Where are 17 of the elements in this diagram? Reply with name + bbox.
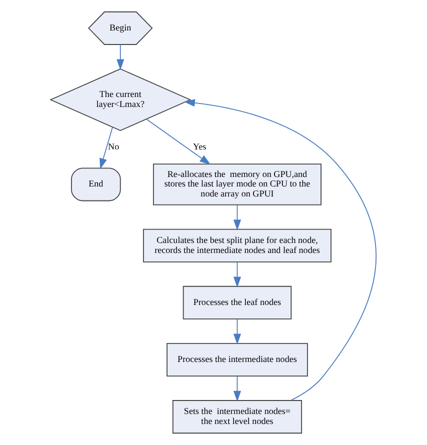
arrow <box>233 204 242 231</box>
arrow <box>233 376 242 402</box>
edge-label: Yes <box>193 142 206 152</box>
arrow <box>116 44 124 70</box>
arrow <box>146 118 211 165</box>
node-box: End <box>71 168 121 202</box>
node-diamond: The current layer<Lmax? <box>50 68 192 132</box>
arrow <box>233 262 242 288</box>
arrow <box>233 318 242 345</box>
arrow <box>100 126 114 170</box>
node-box: Processes the leaf nodes <box>182 286 292 320</box>
node-box: Calculates the best split plane for each node, records the intermediate nodes and leaf nodes <box>143 228 332 262</box>
arrow <box>184 99 376 401</box>
node-box: Sets the intermediate nodes= the next level nodes <box>172 400 302 434</box>
node-box: Re-allocates the memory on GPU,and stores the last layer mode on CPU to the node array on GPUI <box>153 164 322 206</box>
edge-label: No <box>108 142 120 152</box>
node-box: Processes the intermediate nodes <box>166 342 308 376</box>
